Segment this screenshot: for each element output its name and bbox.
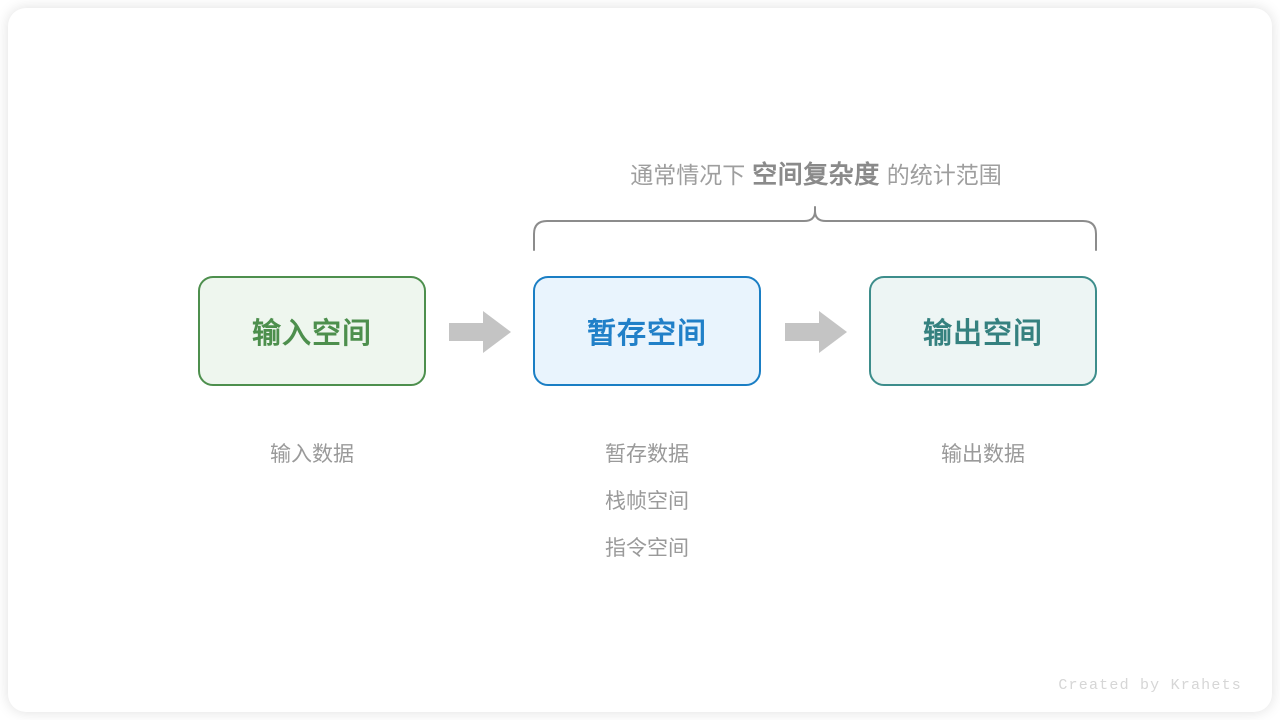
space-box-temp-label: 暂存空间 [586, 318, 707, 350]
caption-line: 输出数据 [941, 443, 1025, 466]
caption-line: 指令空间 [605, 537, 689, 560]
caption-group-output: 输出数据 [869, 431, 1097, 478]
space-box-output[interactable]: 输出空间 [869, 276, 1097, 386]
watermark: Created by Krahets [1058, 677, 1242, 694]
arrow-right-icon [449, 311, 511, 353]
scope-caption-suffix: 的统计范围 [886, 162, 1002, 188]
space-box-output-label: 输出空间 [922, 318, 1043, 350]
scope-caption-emphasis: 空间复杂度 [752, 161, 880, 189]
caption-line: 栈帧空间 [605, 490, 689, 513]
arrow-right-icon [785, 311, 847, 353]
space-box-input[interactable]: 输入空间 [198, 276, 426, 386]
scope-caption: 通常情况下空间复杂度的统计范围 [534, 157, 1098, 193]
caption-group-temp: 暂存数据 栈帧空间 指令空间 [533, 431, 761, 572]
space-box-input-label: 输入空间 [251, 318, 372, 350]
caption-group-input: 输入数据 [198, 431, 426, 478]
caption-line: 暂存数据 [605, 443, 689, 466]
scope-brace-icon [533, 206, 1097, 251]
scope-caption-prefix: 通常情况下 [630, 162, 746, 188]
caption-line: 输入数据 [270, 443, 354, 466]
diagram-card: 通常情况下空间复杂度的统计范围 输入空间 暂存空间 输出空间 输入数据 暂存数据… [8, 8, 1272, 712]
space-box-temp[interactable]: 暂存空间 [533, 276, 761, 386]
